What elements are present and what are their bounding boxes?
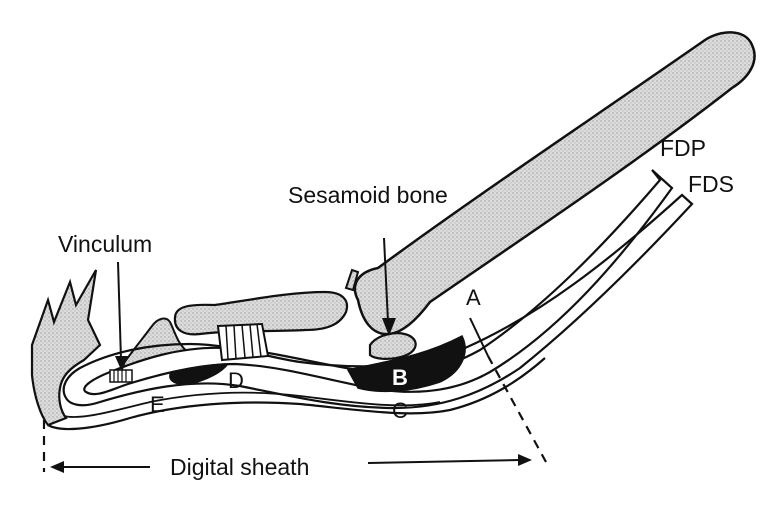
label-d: D (228, 368, 244, 393)
sheath-boundary-right (488, 356, 546, 462)
hoof (32, 270, 100, 425)
label-digital-sheath: Digital sheath (170, 454, 309, 480)
vinculum-arrow (115, 262, 128, 372)
sesamoid-bone (370, 333, 416, 359)
label-c: C (392, 398, 408, 423)
label-a: A (466, 285, 481, 310)
vinculum-structure (110, 370, 132, 382)
label-vinculum: Vinculum (58, 231, 152, 257)
label-fds: FDS (688, 171, 734, 197)
label-b: B (392, 365, 408, 390)
label-fdp: FDP (660, 135, 706, 161)
annular-ligament-d (218, 324, 268, 360)
label-sesamoid-bone: Sesamoid bone (288, 182, 448, 208)
label-e: E (150, 392, 165, 417)
